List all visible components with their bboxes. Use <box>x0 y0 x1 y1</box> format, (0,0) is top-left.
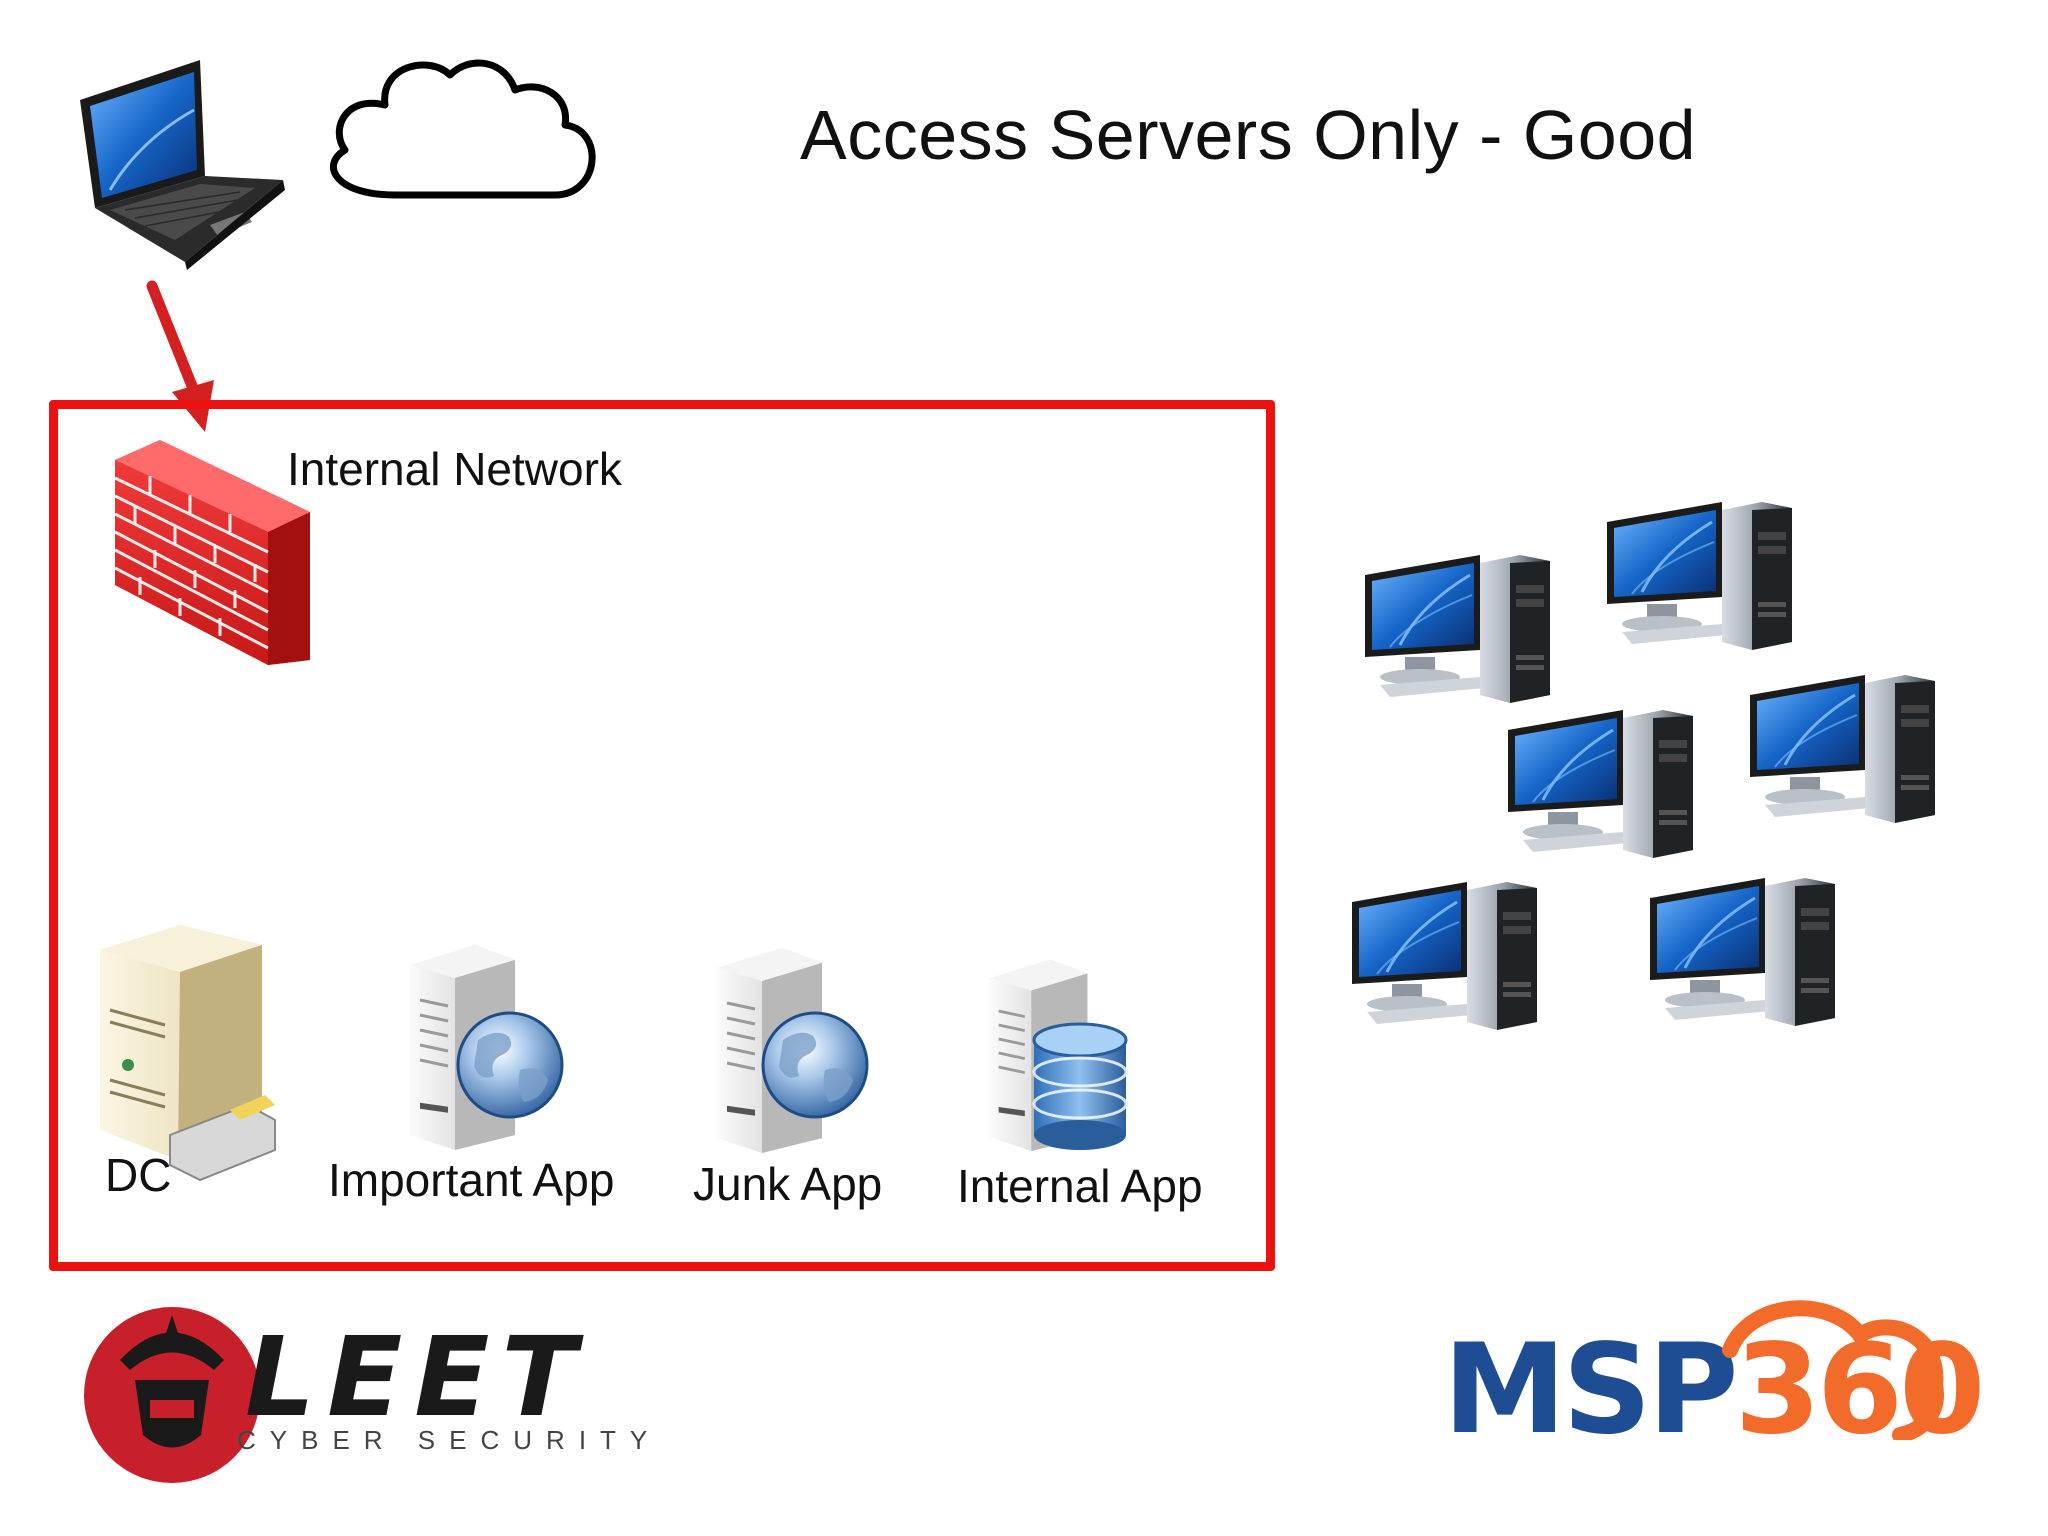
desktop-computer-icon <box>1605 500 1794 652</box>
server-label-junk-app: Junk App <box>693 1158 883 1210</box>
web-server-globe-icon <box>715 946 869 1153</box>
database-server-icon <box>987 958 1128 1153</box>
firewall-brick-wall-icon <box>114 440 310 665</box>
desktop-computer-icon <box>1748 673 1937 825</box>
leet-logo-wordmark: LEET <box>245 1313 589 1441</box>
internal-network-boundary <box>49 400 1275 1271</box>
server-label-dc: DC <box>105 1149 172 1201</box>
leet-logo-tagline: CYBER SECURITY <box>237 1425 662 1455</box>
msp360-logo-part1: MSP <box>1443 1318 1739 1462</box>
slide-title: Access Servers Only - Good <box>800 96 1697 174</box>
server-label-important-app: Important App <box>328 1154 615 1206</box>
desktop-computer-icon <box>1350 880 1539 1032</box>
desktop-computer-icon <box>1506 708 1695 860</box>
workstation-cluster <box>1350 500 1937 1032</box>
domain-controller-server-icon <box>100 925 276 1182</box>
desktop-computer-icon <box>1363 553 1552 705</box>
msp360-logo: MSP360 <box>1443 1328 1985 1452</box>
server-label-internal-app: Internal App <box>957 1160 1203 1212</box>
web-server-globe-icon <box>408 943 564 1150</box>
internal-network-label: Internal Network <box>287 443 622 495</box>
cloud-icon <box>330 59 596 199</box>
leet-logo-emblem <box>84 1307 260 1483</box>
laptop-icon <box>80 60 285 270</box>
desktop-computer-icon <box>1648 876 1837 1028</box>
msp360-cloud-arc-icon <box>1722 1300 1944 1440</box>
